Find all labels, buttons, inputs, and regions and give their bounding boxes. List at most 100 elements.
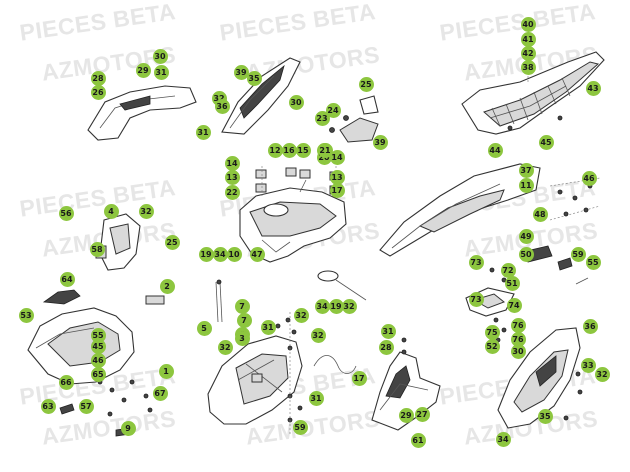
part-callout-42[interactable]: 42 — [520, 45, 536, 61]
part-callout-36[interactable]: 36 — [214, 98, 230, 114]
part-callout-56[interactable]: 56 — [58, 205, 74, 221]
part-callout-52[interactable]: 52 — [484, 338, 500, 354]
part-callout-10[interactable]: 10 — [226, 246, 242, 262]
part-callout-32[interactable]: 32 — [293, 307, 309, 323]
part-callout-9[interactable]: 9 — [120, 420, 136, 436]
part-callout-48[interactable]: 48 — [532, 206, 548, 222]
part-callout-31[interactable]: 31 — [308, 390, 324, 406]
part-callout-63[interactable]: 63 — [40, 398, 56, 414]
part-callout-65[interactable]: 65 — [90, 366, 106, 382]
part-callout-11[interactable]: 11 — [518, 177, 534, 193]
part-callout-38[interactable]: 38 — [520, 59, 536, 75]
part-callout-17[interactable]: 17 — [351, 370, 367, 386]
part-callout-46[interactable]: 46 — [581, 170, 597, 186]
part-callout-25[interactable]: 25 — [164, 234, 180, 250]
part-callout-49[interactable]: 49 — [518, 228, 534, 244]
part-callout-74[interactable]: 74 — [506, 297, 522, 313]
part-callout-14[interactable]: 14 — [329, 149, 345, 165]
part-callout-7[interactable]: 7 — [234, 298, 250, 314]
headlight-mask — [95, 213, 141, 271]
part-callout-55[interactable]: 55 — [585, 254, 601, 270]
part-callout-59[interactable]: 59 — [570, 246, 586, 262]
part-callout-32[interactable]: 32 — [341, 298, 357, 314]
part-callout-17[interactable]: 17 — [329, 182, 345, 198]
part-callout-22[interactable]: 22 — [224, 184, 240, 200]
part-callout-50[interactable]: 50 — [518, 246, 534, 262]
part-callout-2[interactable]: 2 — [159, 278, 175, 294]
part-callout-43[interactable]: 43 — [585, 80, 601, 96]
part-callout-32[interactable]: 32 — [138, 203, 154, 219]
part-callout-35[interactable]: 35 — [246, 70, 262, 86]
part-callout-45[interactable]: 45 — [90, 338, 106, 354]
part-callout-64[interactable]: 64 — [59, 271, 75, 287]
part-callout-5[interactable]: 5 — [196, 320, 212, 336]
part-callout-37[interactable]: 37 — [518, 162, 534, 178]
part-callout-34[interactable]: 34 — [495, 431, 511, 447]
part-callout-32[interactable]: 32 — [594, 366, 610, 382]
part-callout-4[interactable]: 4 — [103, 203, 119, 219]
part-callout-76[interactable]: 76 — [510, 317, 526, 333]
part-callout-31[interactable]: 31 — [260, 319, 276, 335]
part-callout-16[interactable]: 16 — [281, 142, 297, 158]
part-callout-27[interactable]: 27 — [414, 406, 430, 422]
part-callout-35[interactable]: 35 — [537, 408, 553, 424]
part-callout-30[interactable]: 30 — [288, 94, 304, 110]
part-callout-28[interactable]: 28 — [90, 70, 106, 86]
part-callout-28[interactable]: 28 — [378, 339, 394, 355]
part-callout-46[interactable]: 46 — [90, 352, 106, 368]
part-callout-51[interactable]: 51 — [504, 275, 520, 291]
part-callout-7[interactable]: 7 — [236, 312, 252, 328]
part-callout-34[interactable]: 34 — [212, 246, 228, 262]
part-callout-32[interactable]: 32 — [310, 327, 326, 343]
part-callout-31[interactable]: 31 — [195, 124, 211, 140]
part-callout-39[interactable]: 39 — [372, 134, 388, 150]
part-callout-23[interactable]: 23 — [314, 110, 330, 126]
part-callout-75[interactable]: 75 — [484, 324, 500, 340]
part-callout-30[interactable]: 30 — [152, 48, 168, 64]
part-callout-19[interactable]: 19 — [198, 246, 214, 262]
part-callout-53[interactable]: 53 — [18, 307, 34, 323]
part-callout-39[interactable]: 39 — [233, 64, 249, 80]
part-callout-41[interactable]: 41 — [520, 31, 536, 47]
part-callout-47[interactable]: 47 — [249, 246, 265, 262]
part-callout-15[interactable]: 15 — [295, 142, 311, 158]
part-callout-44[interactable]: 44 — [487, 142, 503, 158]
part-callout-1[interactable]: 1 — [158, 363, 174, 379]
part-callout-26[interactable]: 26 — [90, 84, 106, 100]
part-callout-3[interactable]: 3 — [234, 330, 250, 346]
part-callout-31[interactable]: 31 — [380, 323, 396, 339]
part-callout-73[interactable]: 73 — [468, 254, 484, 270]
tank-hardware-bottom — [275, 312, 303, 436]
part-callout-58[interactable]: 58 — [89, 241, 105, 257]
part-callout-57[interactable]: 57 — [78, 398, 94, 414]
side-panel-right — [497, 327, 583, 429]
part-callout-76[interactable]: 76 — [510, 331, 526, 347]
part-callout-21[interactable]: 21 — [317, 142, 333, 158]
part-callout-25[interactable]: 25 — [358, 76, 374, 92]
part-callout-29[interactable]: 29 — [135, 62, 151, 78]
part-callout-12[interactable]: 12 — [267, 142, 283, 158]
part-callout-73[interactable]: 73 — [468, 291, 484, 307]
rear-fender — [379, 163, 541, 257]
part-callout-33[interactable]: 33 — [580, 357, 596, 373]
part-callout-13[interactable]: 13 — [329, 169, 345, 185]
part-callout-31[interactable]: 31 — [153, 64, 169, 80]
part-callout-66[interactable]: 66 — [58, 374, 74, 390]
part-callout-72[interactable]: 72 — [500, 262, 516, 278]
part-callout-45[interactable]: 45 — [538, 134, 554, 150]
part-callout-14[interactable]: 14 — [224, 155, 240, 171]
part-callout-13[interactable]: 13 — [224, 169, 240, 185]
part-callout-67[interactable]: 67 — [152, 385, 168, 401]
part-callout-29[interactable]: 29 — [398, 407, 414, 423]
part-callout-59[interactable]: 59 — [292, 419, 308, 435]
part-callout-61[interactable]: 61 — [410, 432, 426, 448]
part-callout-24[interactable]: 24 — [325, 102, 341, 118]
part-callout-40[interactable]: 40 — [520, 16, 536, 32]
part-callout-30[interactable]: 30 — [510, 343, 526, 359]
part-callout-32[interactable]: 32 — [217, 339, 233, 355]
part-callout-19[interactable]: 19 — [328, 298, 344, 314]
part-callout-36[interactable]: 36 — [582, 318, 598, 334]
front-bracket — [42, 289, 165, 305]
part-callout-34[interactable]: 34 — [314, 298, 330, 314]
